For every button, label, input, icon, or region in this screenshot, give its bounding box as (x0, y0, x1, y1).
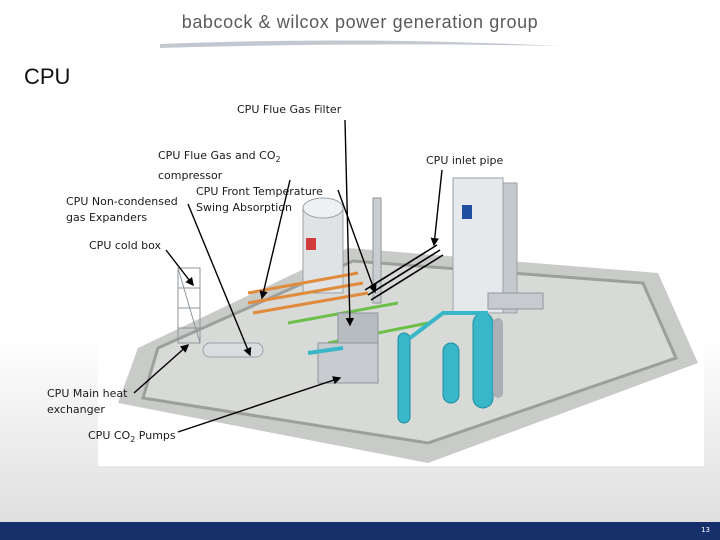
footer-bar: 13 (0, 522, 720, 540)
label-front-temp: CPU Front Temperature Swing Absorption (196, 184, 323, 216)
label-heat-exchanger: CPU Main heat exchanger (47, 386, 127, 418)
label-cold-box: CPU cold box (89, 239, 162, 252)
label-expanders-line2: gas Expanders (66, 211, 148, 224)
chimney (372, 197, 382, 304)
label-flue-gas-filter: CPU Flue Gas Filter (237, 103, 342, 116)
label-pumps-sub: 2 (130, 435, 136, 445)
label-front-temp-line2: Swing Absorption (196, 201, 293, 214)
label-compressor-sub: 2 (275, 155, 281, 165)
header-swoosh (160, 40, 560, 48)
plant-illustration (98, 153, 704, 466)
label-compressor: CPU Flue Gas and CO2 compressor (158, 148, 281, 184)
label-pumps-suffix: Pumps (135, 429, 176, 442)
heat-exchanger-vessel (202, 342, 264, 358)
label-pumps-prefix: CPU CO (88, 429, 131, 442)
company-header: babcock & wilcox power generation group (181, 12, 539, 32)
page-number: 13 (701, 526, 710, 534)
label-inlet-pipe: CPU inlet pipe (426, 154, 504, 167)
label-heat-exchanger-line1: CPU Main heat (47, 387, 128, 400)
label-heat-exchanger-line2: exchanger (47, 403, 105, 416)
absorber-columns (397, 312, 494, 424)
label-co2-pumps: CPU CO2 Pumps (88, 428, 176, 448)
slide-title: CPU (24, 64, 71, 89)
label-expanders-line1: CPU Non-condensed (66, 195, 178, 208)
label-compressor-line2: compressor (158, 169, 223, 183)
label-front-temp-line1: CPU Front Temperature (196, 185, 323, 198)
label-expanders: CPU Non-condensed gas Expanders (66, 194, 178, 226)
label-compressor-line1: CPU Flue Gas and CO (158, 149, 276, 162)
inlet-tower (452, 177, 518, 314)
